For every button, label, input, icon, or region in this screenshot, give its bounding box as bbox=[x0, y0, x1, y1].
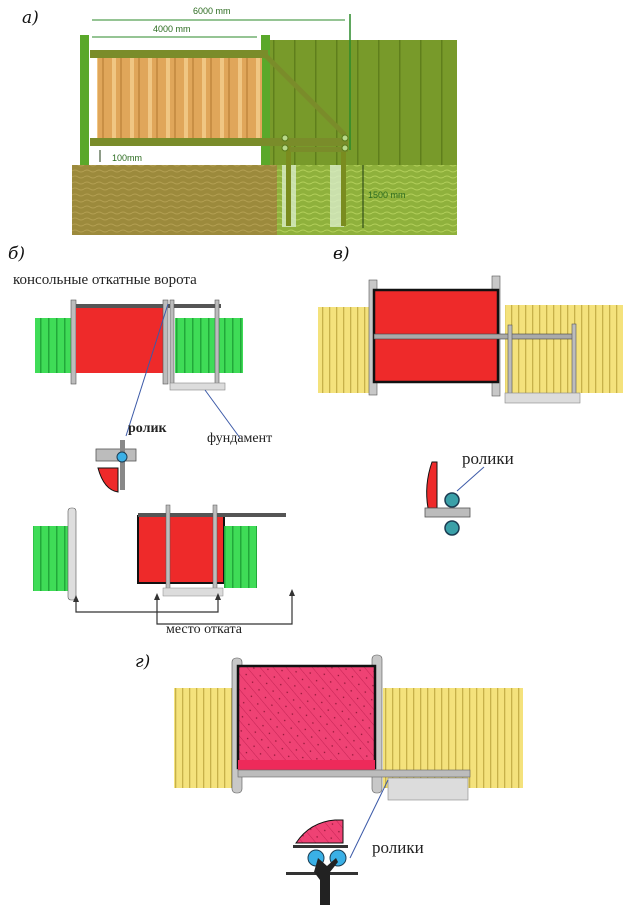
gate-top-rail bbox=[90, 50, 268, 58]
pink-gate-d bbox=[236, 664, 377, 770]
callout-foundation-line bbox=[204, 389, 241, 439]
arrow-head-1 bbox=[73, 595, 79, 602]
wood-gate-panel bbox=[97, 58, 262, 138]
callout-foundation-label: фундамент bbox=[207, 431, 273, 446]
gate-diagonal-brace bbox=[263, 53, 347, 137]
roller-detail-post bbox=[120, 440, 125, 490]
green-fence-right-2 bbox=[224, 526, 257, 588]
panel-a-label: а) bbox=[22, 8, 39, 28]
arrow-head-2 bbox=[215, 593, 221, 600]
callout-rollers-d-line bbox=[349, 779, 389, 859]
foundation-post-2 bbox=[341, 140, 346, 226]
roller-a-1 bbox=[281, 134, 289, 142]
gate-b2-top-bar bbox=[138, 513, 286, 517]
post-b2-c2 bbox=[212, 504, 218, 596]
yellow-fence-right bbox=[505, 305, 623, 393]
post-b2-left bbox=[67, 507, 77, 601]
roller-a-2 bbox=[281, 144, 289, 152]
roller-c-gate-corner bbox=[426, 461, 438, 509]
post-b-carriage2 bbox=[214, 299, 220, 385]
gate-c-middle-rail bbox=[373, 333, 575, 340]
soil-left bbox=[72, 165, 277, 235]
callout-roller-label: ролик bbox=[128, 421, 167, 436]
roller-c-lower bbox=[444, 520, 460, 536]
roller-detail-wheel bbox=[116, 451, 128, 463]
rollback-arrow-2 bbox=[156, 594, 293, 625]
panel-d-label: г) bbox=[135, 652, 151, 672]
soil-right-foundation bbox=[277, 165, 457, 235]
callout-roller-line bbox=[125, 303, 169, 437]
gate-bottom-rail bbox=[90, 138, 348, 146]
yellow-fence-left-d bbox=[174, 688, 234, 788]
roller-c-upper bbox=[444, 492, 460, 508]
roller-a-3 bbox=[341, 134, 349, 142]
pink-gate-d-bottom bbox=[238, 760, 375, 770]
post-right bbox=[261, 35, 270, 165]
dim-4000-label: 4000 mm bbox=[153, 24, 191, 34]
panel-b-label: б) bbox=[8, 244, 26, 264]
post-b-carriage1 bbox=[169, 299, 175, 385]
post-c-carriage1 bbox=[507, 324, 513, 401]
roller-d-top-bar bbox=[293, 845, 348, 848]
roller-c-rail bbox=[424, 507, 471, 518]
arrow-head-3 bbox=[154, 593, 160, 600]
callout-rollers-d-label: ролики bbox=[372, 838, 424, 857]
rollback-arrow-1 bbox=[75, 598, 219, 613]
roller-d-gate-corner bbox=[295, 819, 344, 844]
roller-a-4 bbox=[341, 144, 349, 152]
post-b-mid bbox=[162, 299, 169, 385]
panel-d-illustration bbox=[174, 654, 523, 905]
red-gate-b bbox=[76, 307, 163, 373]
callout-rollback-label: место отката bbox=[166, 622, 242, 637]
roller-d-mount bbox=[314, 858, 338, 905]
callout-rollers-c-label: ролики bbox=[462, 449, 514, 468]
roller-detail-gate-corner bbox=[97, 467, 119, 493]
dim-6000-label: 6000 mm bbox=[193, 6, 231, 16]
gate-lower-rail bbox=[290, 147, 348, 152]
foundation-c bbox=[504, 392, 581, 404]
foundation-b2 bbox=[162, 587, 224, 597]
foundation-post-1 bbox=[286, 140, 291, 226]
post-c-carriage2 bbox=[571, 323, 577, 401]
panel-c-illustration bbox=[318, 275, 623, 536]
foundation-pillar-2 bbox=[330, 165, 344, 227]
yellow-fence-left bbox=[318, 307, 370, 393]
panel-b-illustration bbox=[33, 299, 295, 625]
background-fence bbox=[270, 40, 457, 165]
arrow-head-4 bbox=[289, 589, 295, 596]
green-fence-right bbox=[175, 318, 243, 373]
green-fence-left bbox=[35, 318, 71, 373]
foundation-d bbox=[387, 777, 469, 801]
post-left bbox=[80, 35, 89, 165]
dim-100-label: 100mm bbox=[112, 153, 142, 163]
panel-a-illustration: 6000 mm 4000 mm 100mm 1500 mm bbox=[72, 6, 457, 235]
panel-c-label: в) bbox=[333, 244, 350, 264]
gate-b-top-bar bbox=[76, 304, 221, 308]
panel-b-title: консольные откатные ворота bbox=[13, 272, 197, 288]
callout-rollers-c-line bbox=[456, 466, 485, 492]
roller-detail-rail bbox=[95, 448, 137, 462]
green-fence-left-2 bbox=[33, 526, 69, 591]
post-b-left bbox=[70, 299, 77, 385]
post-b2-c1 bbox=[165, 504, 171, 596]
foundation-b bbox=[169, 382, 226, 391]
gate-d-bottom-rail bbox=[237, 769, 471, 778]
dim-1500-label: 1500 mm bbox=[368, 190, 406, 200]
red-gate-b2 bbox=[137, 515, 225, 584]
